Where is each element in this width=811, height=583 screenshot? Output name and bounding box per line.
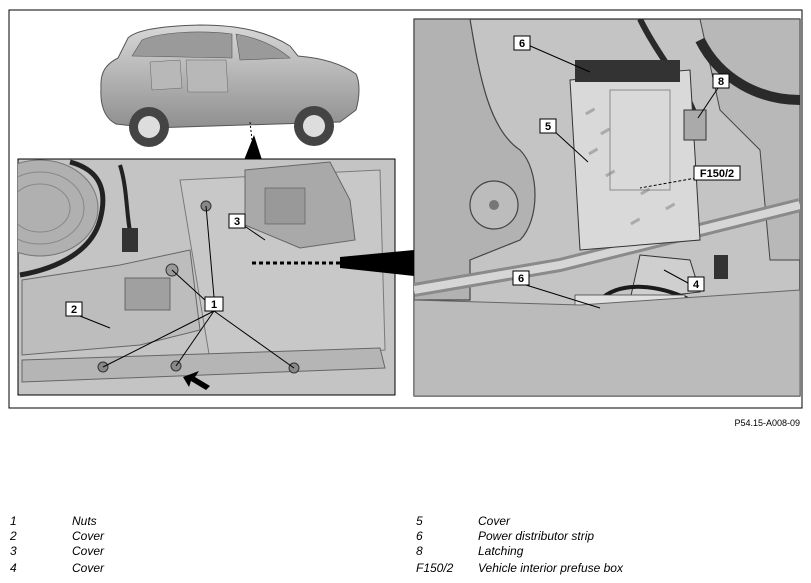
callout-6-bottom: 6 [518, 273, 524, 285]
legend-number: F150/2 [416, 561, 454, 575]
legend-number: 3 [10, 544, 17, 558]
callout-f150-2: F150/2 [700, 168, 734, 180]
right-detail-panel [413, 18, 801, 397]
legend-description: Latching [478, 544, 524, 558]
pointer-wedge [244, 135, 262, 160]
callout-4: 4 [693, 279, 700, 291]
legend-description: Cover [72, 544, 105, 558]
illustration-figure: 1 2 3 6 5 8 F150/2 6 4 [8, 9, 803, 409]
figure-reference-code: P54.15-A008-09 [734, 418, 800, 428]
callout-1: 1 [211, 299, 217, 311]
callout-6-top: 6 [519, 38, 525, 50]
legend-description: Power distributor strip [478, 529, 595, 543]
legend-number: 1 [10, 514, 17, 528]
legend-number: 2 [10, 529, 17, 543]
legend-description: Cover [72, 561, 105, 575]
left-detail-panel [17, 158, 396, 396]
callout-3: 3 [234, 216, 240, 228]
legend-description: Vehicle interior prefuse box [478, 561, 623, 575]
legend-number: 8 [416, 544, 423, 558]
legend-number: 5 [416, 514, 423, 528]
callout-8: 8 [718, 76, 724, 88]
callout-5: 5 [545, 121, 551, 133]
callout-2: 2 [71, 304, 77, 316]
vehicle-overview [100, 24, 360, 147]
legend-number: 4 [10, 561, 17, 575]
legend-description: Cover [478, 514, 511, 528]
zoom-pointer-wedge [340, 250, 414, 276]
legend-description: Nuts [72, 514, 97, 528]
legend-number: 6 [416, 529, 423, 543]
legend-description: Cover [72, 529, 105, 543]
